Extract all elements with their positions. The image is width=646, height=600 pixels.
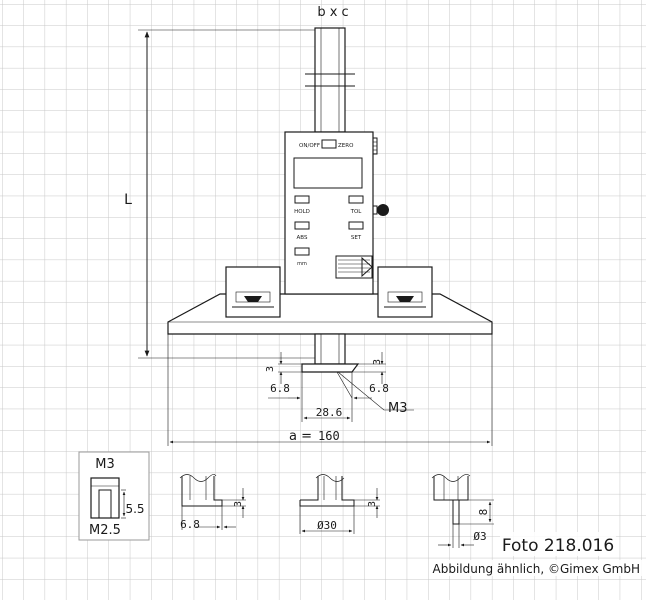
right-clamp xyxy=(377,266,433,318)
set-label: SET xyxy=(351,235,362,241)
base-bridge xyxy=(167,293,493,335)
length-dimension xyxy=(138,29,315,359)
display-window xyxy=(293,157,363,189)
tip-flat xyxy=(179,474,246,530)
tol-button[interactable] xyxy=(348,195,364,204)
length-label: L xyxy=(124,192,132,208)
tip-flat-3: 3 xyxy=(233,501,244,507)
left-clamp xyxy=(225,266,281,318)
detail-m3: M3 xyxy=(95,457,115,472)
lower-probe xyxy=(301,333,360,399)
gauge-body xyxy=(284,131,389,295)
probe-rod xyxy=(305,27,355,133)
dim-3-top: 3 xyxy=(372,359,383,365)
on-off-label: ON/OFF xyxy=(299,143,320,149)
a-label: a = xyxy=(289,429,312,444)
lock-screw-knob[interactable] xyxy=(377,204,389,216)
tip-disc xyxy=(299,474,380,534)
thread-detail-box xyxy=(78,451,150,541)
rod-section-label: b x c xyxy=(317,5,348,20)
credit-bg xyxy=(444,560,644,576)
tip-pin-diameter: Ø3 xyxy=(473,530,486,543)
tip-flat-6-8: 6.8 xyxy=(180,518,200,531)
abs-label: ABS xyxy=(297,235,308,241)
abs-button[interactable] xyxy=(294,221,310,230)
hold-label: HOLD xyxy=(294,209,310,215)
photo-number: Foto 218.016 xyxy=(502,536,614,556)
credit-line: Abbildung ähnlich, ©Gimex GmbH xyxy=(433,562,640,576)
tol-label: TOL xyxy=(350,209,363,215)
tip-dimensions xyxy=(268,352,414,422)
thread-m3: M3 xyxy=(388,401,408,416)
set-button[interactable] xyxy=(348,221,364,230)
dim-6-8-left: 6.8 xyxy=(270,382,290,395)
mm-label: mm xyxy=(297,261,307,267)
dim-3-left: 3 xyxy=(265,366,276,372)
zero-label: ZERO xyxy=(338,143,354,149)
on-off-button[interactable] xyxy=(321,139,337,149)
detail-5-5: 5.5 xyxy=(125,502,144,516)
detail-m2-5: M2.5 xyxy=(89,523,121,538)
width-dimension xyxy=(167,334,493,446)
hold-button[interactable] xyxy=(294,195,310,204)
tip-pin-8: 8 xyxy=(477,509,490,516)
photo-label-bg xyxy=(500,532,616,556)
tip-disc-3: 3 xyxy=(367,501,378,507)
tip-pin xyxy=(431,474,494,548)
mm-button[interactable] xyxy=(294,247,310,256)
a-value: 160 xyxy=(318,429,340,443)
tip-disc-diameter: Ø30 xyxy=(317,519,337,532)
dim-28-6: 28.6 xyxy=(316,406,343,419)
dim-6-8-right: 6.8 xyxy=(369,382,389,395)
